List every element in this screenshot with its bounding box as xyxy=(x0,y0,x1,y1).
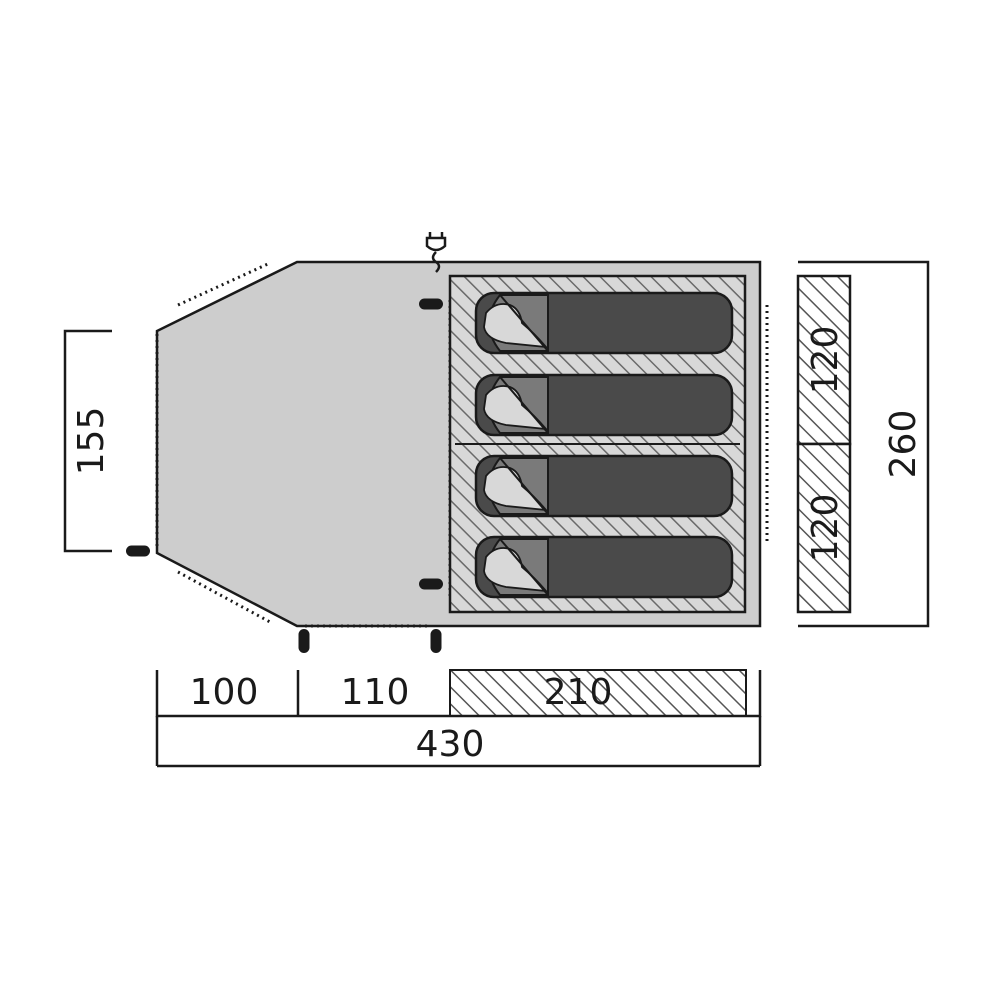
tent-peg-icon xyxy=(126,545,150,557)
bedroom-depth-label: 210 xyxy=(544,672,613,713)
bedroom-section-2-label: 120 xyxy=(805,494,846,563)
sleeping-bag-icon xyxy=(474,291,734,355)
tent-peg-icon xyxy=(419,298,443,310)
sleeping-bag-icon xyxy=(474,454,734,518)
total-width-label: 260 xyxy=(883,410,924,479)
electric-plug-icon xyxy=(425,232,447,273)
dimension-width-right: 120 120 260 xyxy=(796,260,930,628)
dimension-width-vestibule: 155 xyxy=(63,329,112,553)
living-depth-label: 110 xyxy=(341,672,410,713)
dimension-length: 100 110 210 430 xyxy=(155,669,762,768)
vestibule-width-label: 155 xyxy=(71,407,112,476)
total-length-label: 430 xyxy=(416,724,485,765)
sleeping-bag-icon xyxy=(474,373,734,437)
tent-peg-icon xyxy=(419,578,443,590)
sleeping-bags xyxy=(474,291,734,599)
tent-peg-icon xyxy=(430,629,442,653)
pegs xyxy=(126,298,443,653)
sleeping-bag-icon xyxy=(474,535,734,599)
porch-depth-label: 100 xyxy=(190,672,259,713)
bedroom-section-1-label: 120 xyxy=(805,326,846,395)
tent-peg-icon xyxy=(298,629,310,653)
